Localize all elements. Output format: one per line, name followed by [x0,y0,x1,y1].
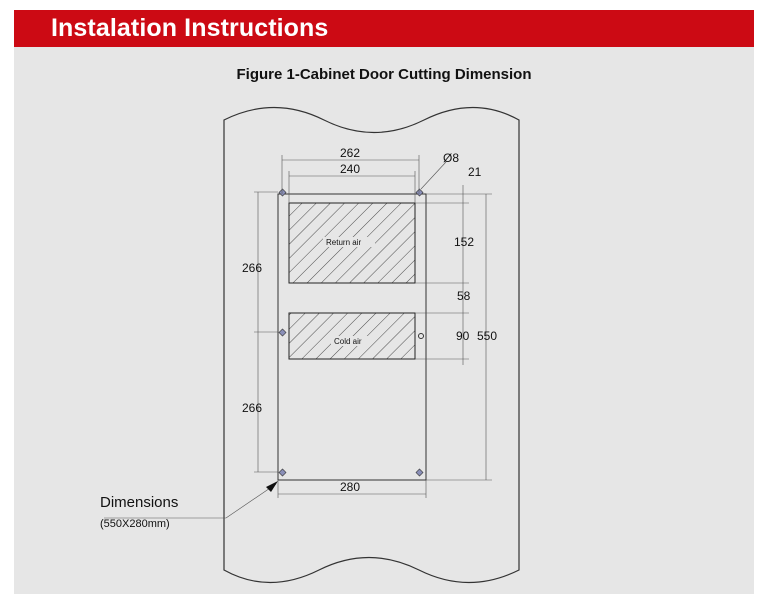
cutting-diagram: Return air Cold air [100,107,520,583]
dim-hole-dia: Ø8 [443,151,459,165]
cutout-outline [277,193,427,481]
page-title: Instalation Instructions [51,14,329,42]
cold-air-label: Cold air [334,337,362,346]
dim-152: 152 [454,235,474,249]
return-air-label: Return air [326,238,361,247]
dim-280: 280 [340,480,360,494]
small-hole [418,333,424,339]
dim-90: 90 [456,329,470,343]
dim-550: 550 [477,329,497,343]
callout-arrow [266,481,278,492]
return-air-label-bg [323,237,375,247]
callout-title: Dimensions [100,494,178,511]
dim-266-lower: 266 [242,401,262,415]
figure-panel: Instalation Instructions Figure 1-Cabine… [14,10,754,594]
dimension-lines [104,155,492,519]
dim-266-upper: 266 [242,261,262,275]
mounting-holes [278,188,424,477]
header-bar: Instalation Instructions [14,10,754,47]
cold-air-label-bg [331,336,371,346]
dim-262: 262 [340,146,360,160]
callout-size: (550X280mm) [100,518,170,530]
figure-title: Figure 1-Cabinet Door Cutting Dimension [236,66,532,83]
dim-240: 240 [340,162,360,176]
dim-21: 21 [468,165,482,179]
dim-58: 58 [457,289,471,303]
